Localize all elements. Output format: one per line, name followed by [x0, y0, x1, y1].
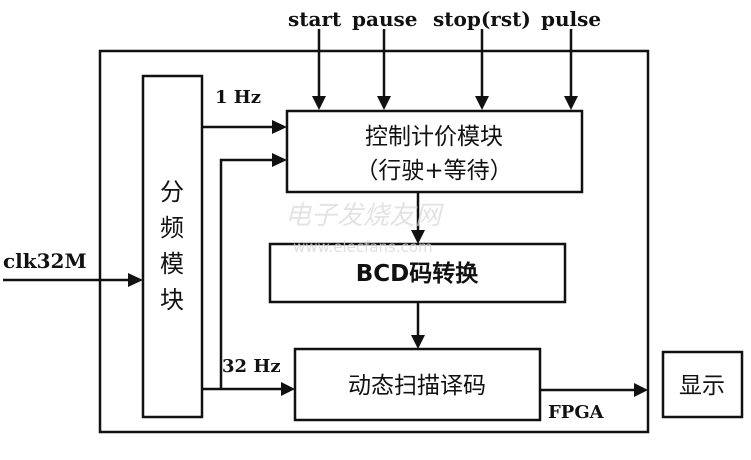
fpga-label: FPGA — [548, 402, 605, 423]
divider-block — [141, 74, 204, 419]
divider-char-1: 分 — [160, 178, 184, 206]
freq-1hz-label: 1 Hz — [215, 87, 261, 108]
stop-arrow — [475, 96, 489, 110]
freq-32hz-control-wire — [219, 158, 274, 389]
display-block — [661, 350, 744, 419]
clk-label: clk32M — [3, 249, 87, 273]
control-pricing-block — [285, 109, 584, 194]
bcd-to-scan-arrow — [411, 335, 425, 349]
freq-1hz-arrow — [272, 120, 287, 134]
pulse-arrow — [564, 96, 578, 110]
scan-decode-block — [293, 347, 542, 422]
freq-32hz-label: 32 Hz — [222, 356, 281, 377]
scan-block-label: 动态扫描译码 — [348, 373, 486, 399]
freq-32hz-control-arrow — [272, 153, 287, 167]
pause-arrow — [377, 96, 391, 110]
control-block-subtitle: （行驶+等待） — [355, 158, 512, 184]
bcd-block-label: BCD码转换 — [356, 260, 480, 287]
scan-output-arrow — [634, 383, 648, 397]
freq-32hz-arrow — [281, 382, 295, 396]
divider-char-2: 频 — [160, 214, 184, 242]
start-label: start — [288, 7, 342, 31]
control-to-bcd-arrow — [411, 230, 425, 244]
control-block-title: 控制计价模块 — [365, 124, 503, 150]
display-block-label: 显示 — [679, 373, 725, 399]
pause-label: pause — [352, 7, 417, 31]
divider-char-4: 块 — [160, 286, 184, 314]
stop-label: stop(rst) — [433, 7, 531, 31]
start-arrow — [312, 96, 326, 110]
divider-char-3: 模 — [160, 250, 184, 278]
watermark-url: www.elecfans.com — [293, 238, 433, 256]
pulse-label: pulse — [541, 7, 601, 31]
watermark-cn: 电子发烧友网 — [285, 201, 444, 231]
clk-arrow — [128, 273, 143, 287]
